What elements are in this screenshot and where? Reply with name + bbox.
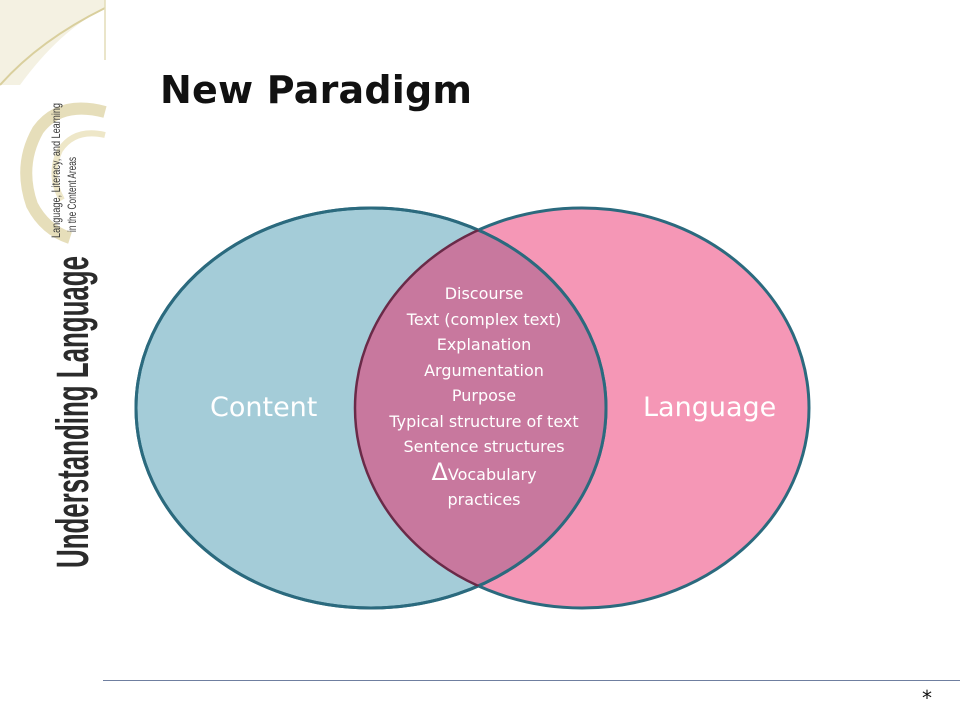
overlap-item: Purpose (451, 386, 517, 405)
decorative-swirl (0, 0, 107, 244)
overlap-item: Argumentation (424, 360, 544, 380)
language-circle-outline (353, 208, 606, 608)
delta-symbol: Δ (431, 457, 448, 486)
content-label: Content (210, 392, 318, 423)
overlap-item-vocabulary: ΔVocabulary (356, 457, 612, 488)
overlap-item: Typical structure of text (389, 411, 579, 431)
content-circle-outline (134, 206, 608, 610)
overlap-list: Discourse Text (complex text) Explanatio… (356, 281, 612, 513)
language-label: Language (643, 392, 777, 423)
footer-divider (103, 680, 960, 681)
logo-main-text: Understanding Language (47, 256, 98, 568)
overlap-region (355, 208, 606, 608)
overlap-item: Discourse (444, 284, 524, 303)
vocabulary-text: Vocabulary (447, 464, 537, 484)
understanding-language-logo: Understanding Language Language, Literac… (47, 103, 98, 568)
logo-sub-text-line1: Language, Literacy, and Learning (49, 103, 63, 238)
slide-title: New Paradigm (160, 68, 473, 112)
overlap-item: practices (447, 490, 521, 509)
logo-sub-text-line2: in the Content Areas (65, 157, 79, 232)
overlap-item: Text (complex text) (406, 309, 562, 329)
overlap-item: Explanation (436, 335, 532, 354)
overlap-item: Sentence structures (403, 437, 565, 456)
slide-number-marker: * (922, 686, 932, 710)
